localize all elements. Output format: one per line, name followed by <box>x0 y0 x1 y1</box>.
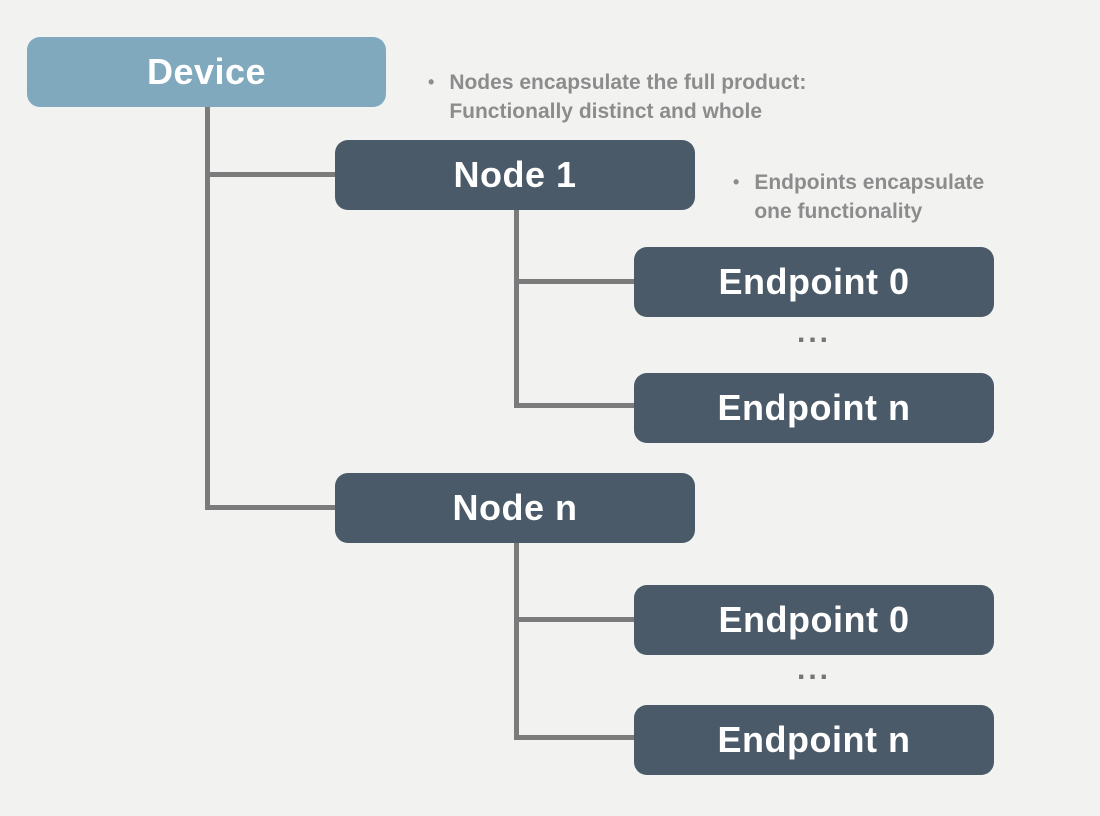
note-endpoints: • Endpoints encapsulate one functionalit… <box>733 168 984 226</box>
node-1-endpoint-0-label: Endpoint 0 <box>718 261 910 302</box>
node-1-box-label: Node 1 <box>453 154 577 195</box>
device-box-label: Device <box>146 51 267 92</box>
node-1-endpoint-n-box: Endpoint n <box>634 373 994 443</box>
note-endpoints-line-2: one functionality <box>754 200 923 223</box>
node-n-endpoint-n-box: Endpoint n <box>634 705 994 775</box>
connector-node-n-endpoint-0 <box>517 617 634 622</box>
note-endpoints-line-1: Endpoints encapsulate <box>754 171 985 194</box>
connector-node-1-endpoint-0 <box>517 279 634 284</box>
connector-to-node-n <box>207 505 335 510</box>
connector-node-1-endpoint-n <box>517 403 634 408</box>
note-nodes-line-1: Nodes encapsulate the full product: <box>449 71 807 94</box>
connector-node-n-endpoint-n <box>517 735 634 740</box>
node-1-box: Node 1 <box>335 140 695 210</box>
connector-to-node-1 <box>207 172 335 177</box>
connector-device-vertical <box>205 106 210 510</box>
note-nodes-line-2: Functionally distinct and whole <box>449 100 762 123</box>
note-nodes: • Nodes encapsulate the full product: Fu… <box>428 68 806 126</box>
bullet-icon: • <box>733 172 740 192</box>
endpoints-ellipsis-top: ... <box>796 316 831 349</box>
connector-node-1-vertical <box>514 210 519 408</box>
node-n-box-label: Node n <box>452 487 578 528</box>
note-endpoints-text: Endpoints encapsulate one functionality <box>754 168 984 226</box>
connector-node-n-vertical <box>514 543 519 740</box>
endpoints-ellipsis-bottom: ... <box>796 653 831 686</box>
node-1-endpoint-n-label: Endpoint n <box>717 387 911 428</box>
device-box: Device <box>27 37 386 107</box>
node-1-endpoint-0-box: Endpoint 0 <box>634 247 994 317</box>
node-n-endpoint-0-label: Endpoint 0 <box>718 599 910 640</box>
node-n-box: Node n <box>335 473 695 543</box>
node-n-endpoint-n-label: Endpoint n <box>717 719 911 760</box>
node-n-endpoint-0-box: Endpoint 0 <box>634 585 994 655</box>
note-nodes-text: Nodes encapsulate the full product: Func… <box>449 68 806 126</box>
bullet-icon: • <box>428 72 435 92</box>
